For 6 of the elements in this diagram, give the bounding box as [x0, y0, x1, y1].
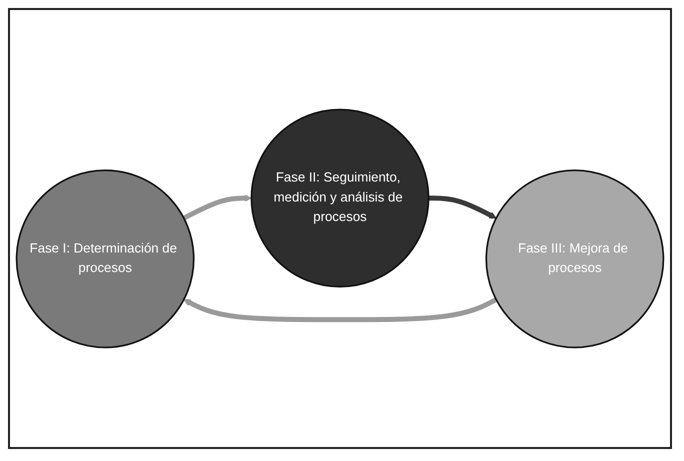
arrow	[428, 196, 496, 219]
arrow	[184, 297, 498, 322]
node-circle: Fase I: Determinación de procesos	[16, 169, 195, 348]
arrow	[182, 194, 252, 220]
node-circle: Fase III: Mejora de procesos	[485, 169, 664, 348]
node-circle: Fase II: Seguimiento, medición y análisis de procesos	[250, 108, 430, 288]
